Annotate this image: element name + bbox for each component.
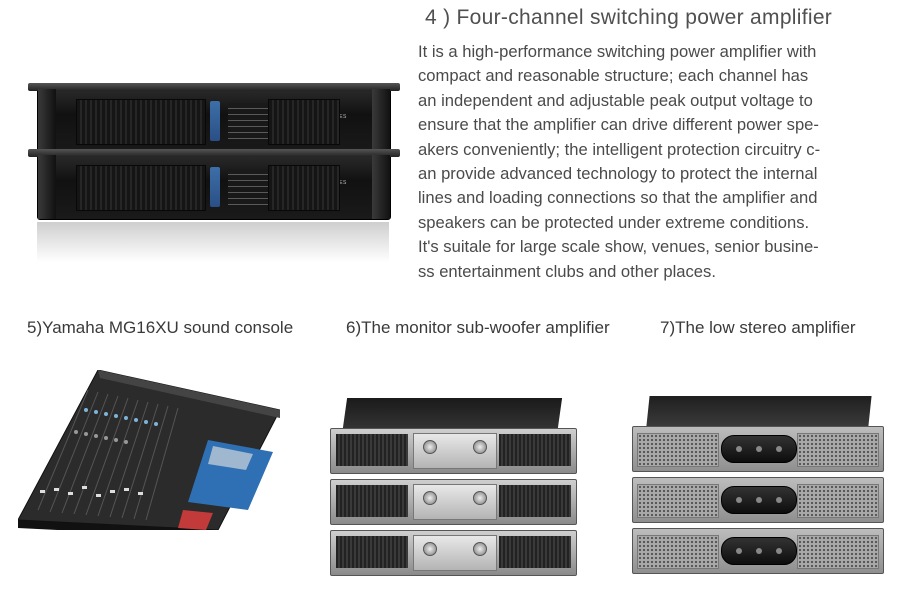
reflection [37,222,389,262]
amplifier-unit-bottom: FP-SERIES [28,149,400,220]
description-line: lines and loading connections so that th… [418,188,818,208]
section-description: It is a high-performance switching power… [418,40,888,284]
caption-subwoofer-amplifier: 6)The monitor sub-woofer amplifier [346,318,610,337]
description-line: an independent and adjustable peak outpu… [418,90,813,110]
description-line: ensure that the amplifier can drive diff… [418,115,819,135]
caption-stereo-amplifier: 7)The low stereo amplifier [660,318,856,337]
section-title: 4 ) Four-channel switching power amplifi… [425,6,833,29]
amplifier-unit-top: FP-SERIES [28,83,400,154]
description-line: ss entertainment clubs and other places. [418,261,716,281]
description-line: It is a high-performance switching power… [418,42,817,61]
description-line: akers conveniently; the intelligent prot… [418,139,821,159]
four-channel-amplifier-image: FP-SERIES FP-SERIES [0,0,410,290]
caption-sound-console: 5)Yamaha MG16XU sound console [27,318,294,337]
description-line: speakers can be protected under extreme … [418,212,810,232]
sound-console-image [18,370,280,530]
description-line: an provide advanced technology to protec… [418,164,818,184]
description-line: compact and reasonable structure; each c… [418,66,809,86]
description-line: It's suitale for large scale show, venue… [418,237,819,257]
